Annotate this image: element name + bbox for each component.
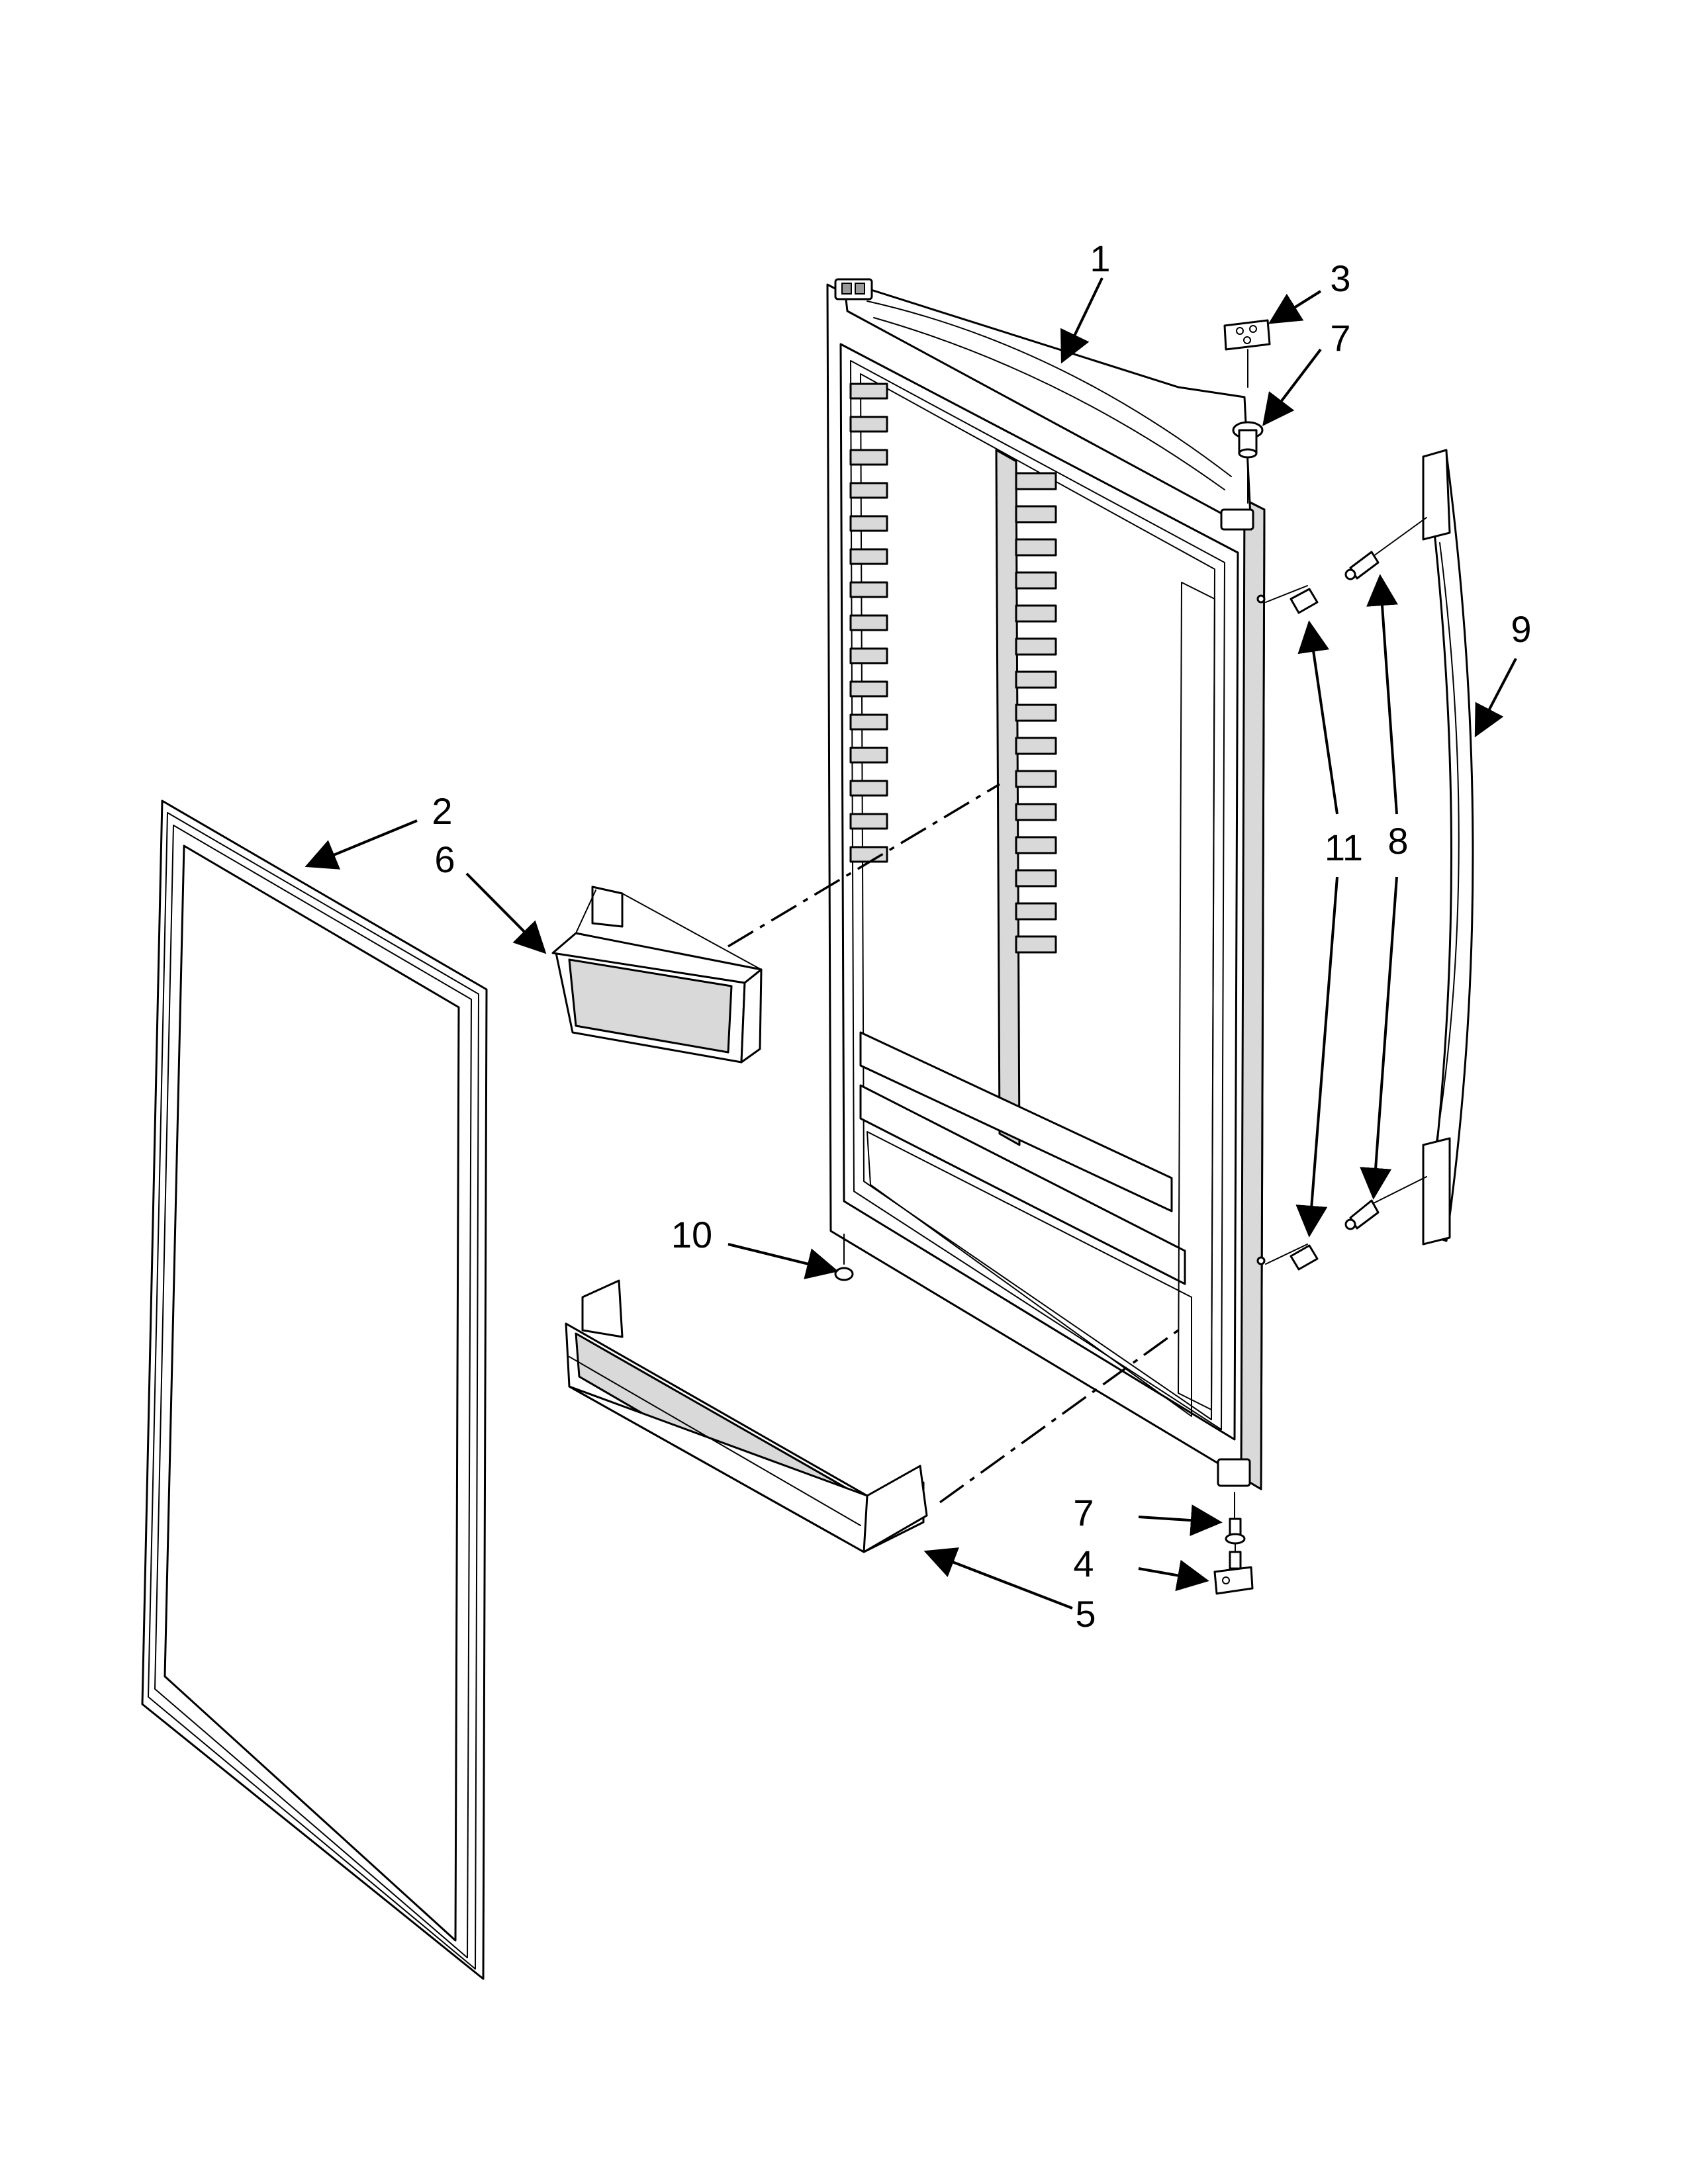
callout-9: 9 — [1511, 608, 1531, 650]
leader-8-down — [1360, 876, 1398, 1200]
bottom-hinge — [1213, 1543, 1254, 1595]
center-shelf-retainers — [1015, 472, 1057, 954]
leader-3 — [1268, 290, 1322, 324]
leader-8-up — [1366, 574, 1398, 815]
door-plug — [834, 1234, 854, 1281]
leader-2 — [305, 819, 418, 870]
callout-2: 2 — [432, 790, 452, 832]
door-gasket — [141, 799, 488, 1980]
door-bin-small — [551, 886, 763, 1064]
callout-8: 8 — [1387, 820, 1408, 862]
leader-9 — [1474, 658, 1517, 738]
leader-11-up — [1297, 620, 1338, 815]
callout-10: 10 — [671, 1214, 712, 1255]
callout-5: 5 — [1075, 1593, 1096, 1635]
leader-11-down — [1295, 876, 1338, 1238]
handle-studs — [1344, 517, 1427, 1230]
hinge-bushing-bottom — [1225, 1492, 1246, 1545]
centerline-bin-small — [727, 783, 1000, 948]
door-handle — [1422, 449, 1474, 1246]
hinge-bushing-top — [1232, 421, 1264, 504]
left-shelf-retainers — [849, 383, 888, 863]
top-hinge — [1223, 319, 1271, 388]
callout-4: 4 — [1073, 1543, 1094, 1584]
door-assembly — [826, 278, 1266, 1490]
leader-4 — [1138, 1559, 1209, 1592]
callout-leaders — [305, 277, 1517, 1610]
callout-1: 1 — [1090, 238, 1110, 279]
leader-7b — [1138, 1504, 1223, 1537]
leader-1 — [1060, 277, 1103, 364]
mounting-spacers — [1265, 585, 1319, 1271]
leader-7a — [1262, 348, 1322, 426]
callout-3: 3 — [1330, 257, 1350, 299]
callout-6: 6 — [434, 839, 455, 880]
callout-labels: 1 2 3 4 5 6 7 7 8 9 10 11 — [432, 238, 1531, 1635]
leader-5 — [923, 1547, 1073, 1610]
door-bin-large — [565, 1279, 928, 1553]
callout-7-top: 7 — [1330, 317, 1350, 359]
callout-7-bottom: 7 — [1073, 1492, 1094, 1533]
leader-6 — [465, 872, 547, 954]
leader-10 — [727, 1243, 839, 1279]
callout-11: 11 — [1325, 827, 1363, 868]
